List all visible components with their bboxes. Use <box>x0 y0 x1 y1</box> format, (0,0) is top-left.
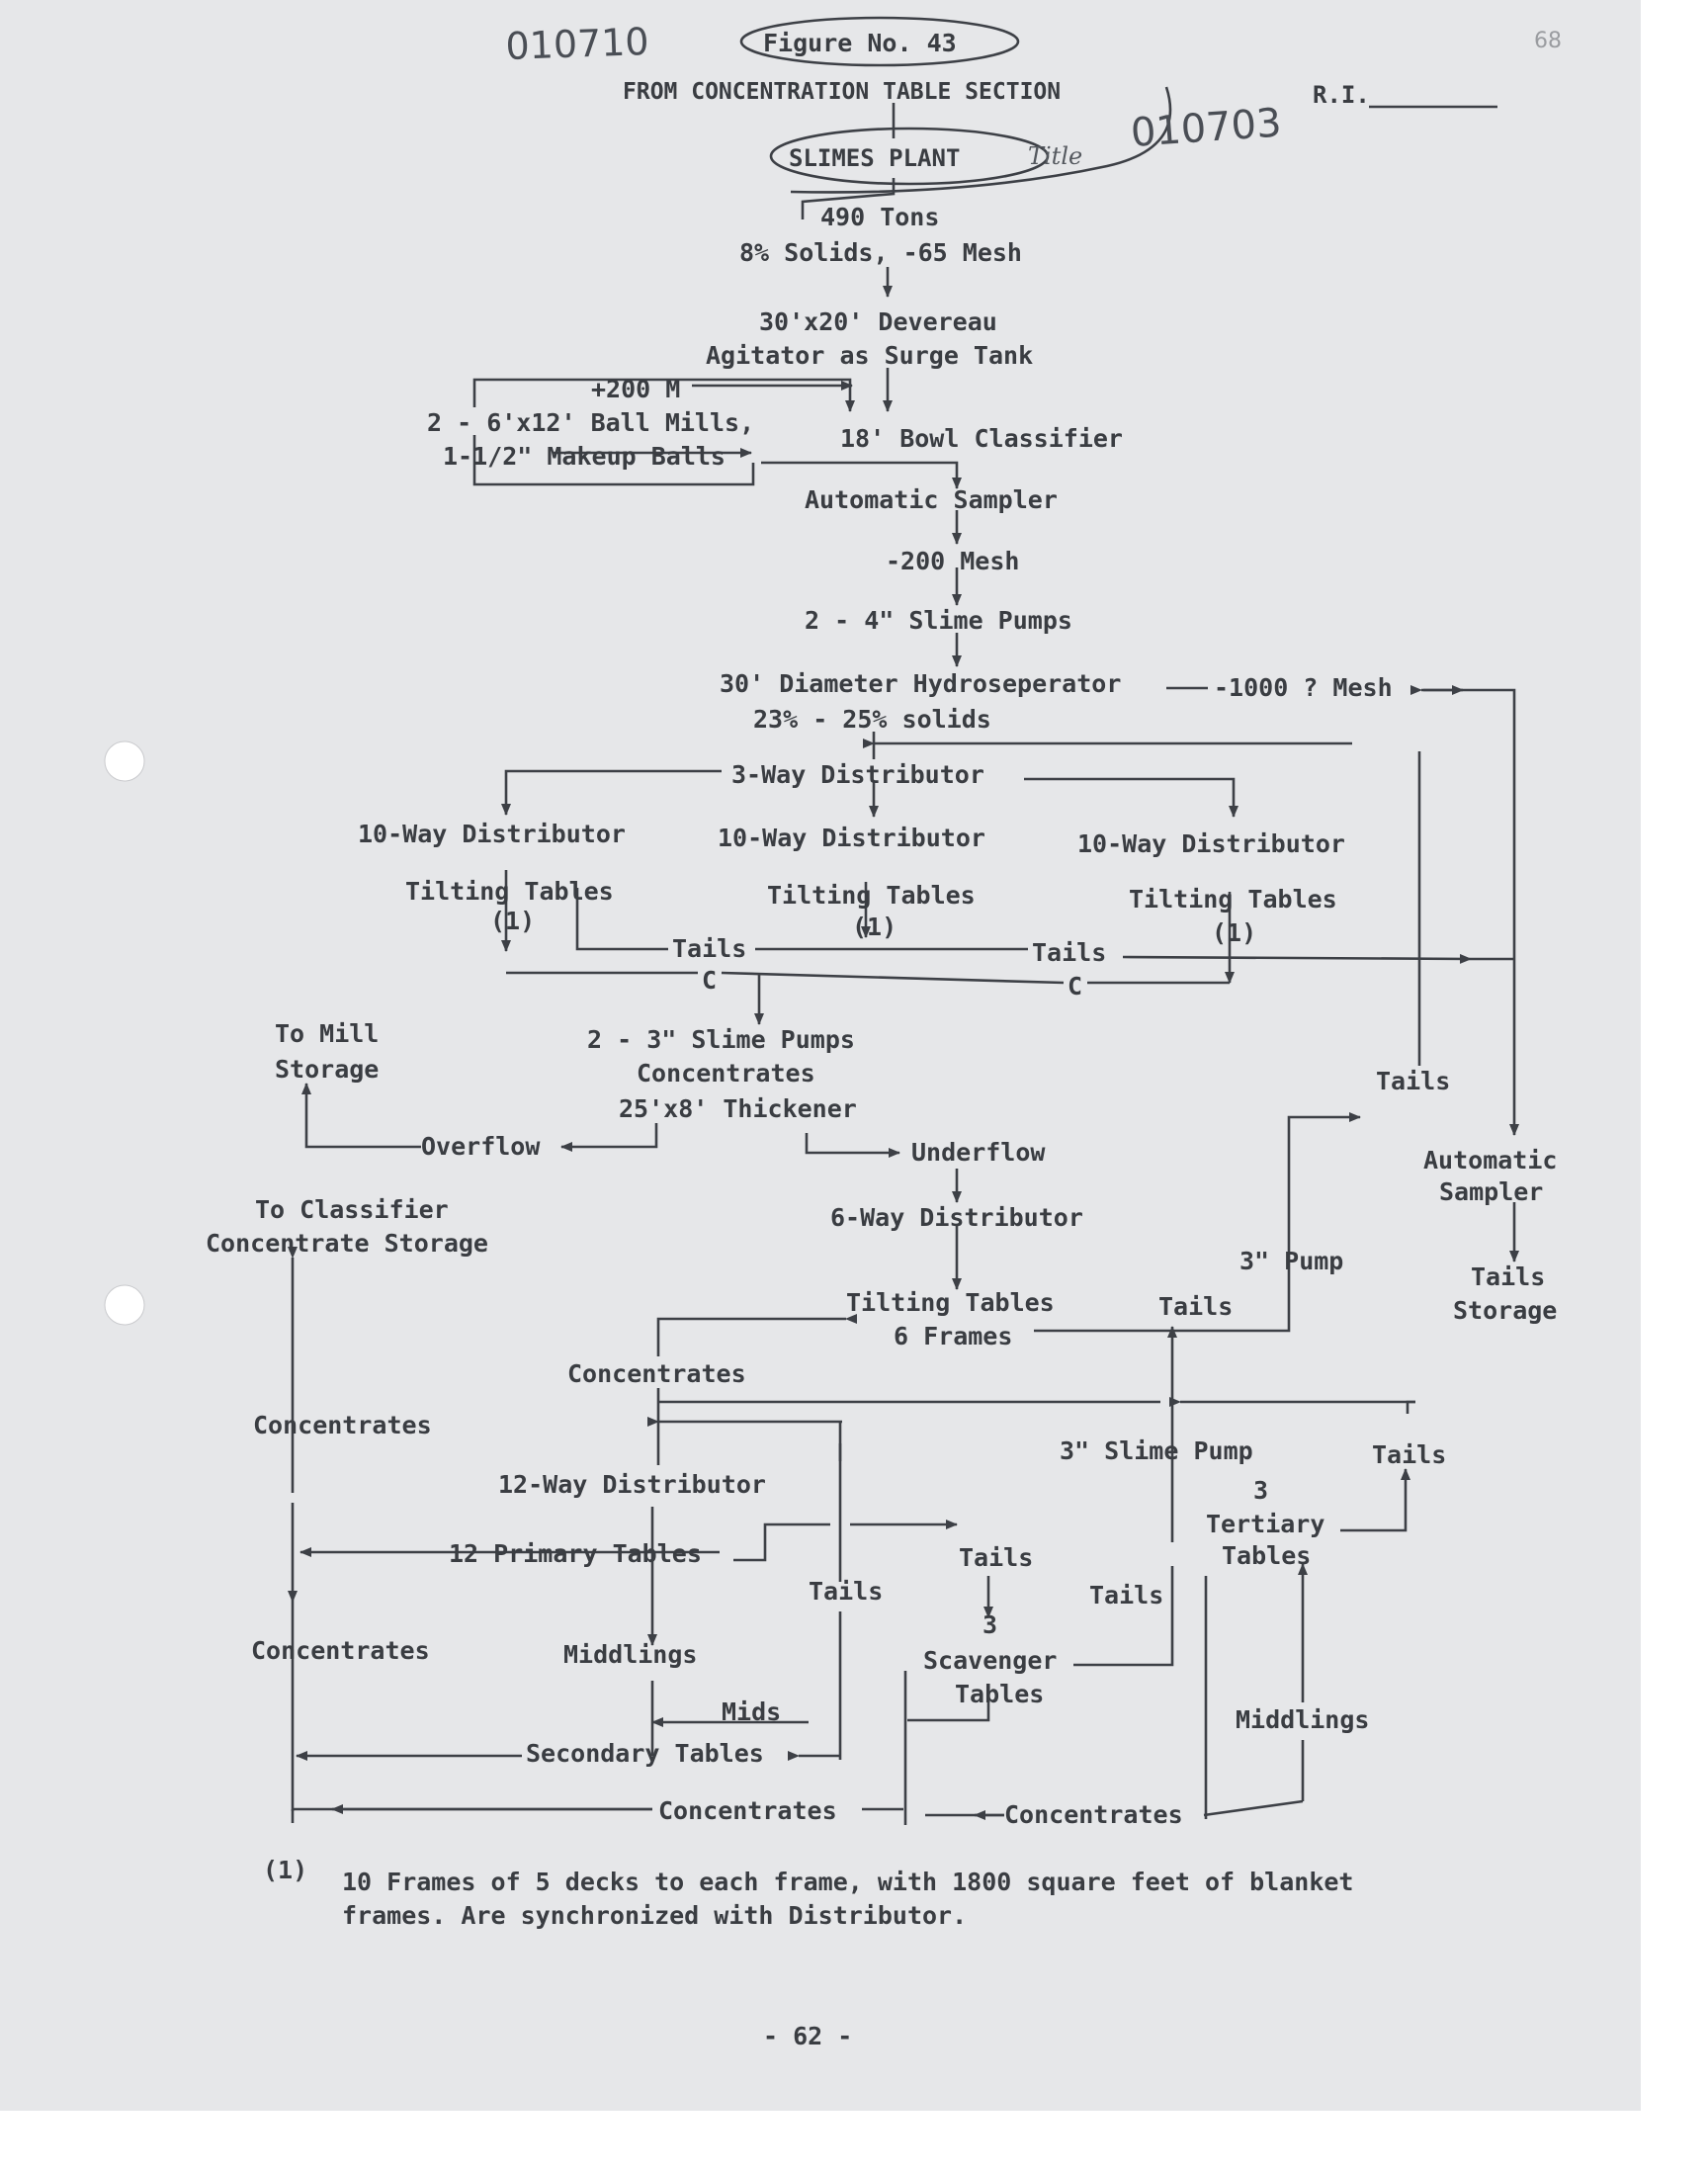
concentrates-bottom-2: Concentrates <box>1004 1800 1183 1829</box>
to-classifier-line2: Concentrate Storage <box>206 1229 488 1258</box>
feed-tons: 490 Tons <box>820 203 939 231</box>
concentrates-six-frames: Concentrates <box>567 1359 746 1388</box>
concentrate-c-1: C <box>702 966 717 995</box>
source-section: FROM CONCENTRATION TABLE SECTION <box>623 79 1061 105</box>
tails-primary: Tails <box>959 1543 1033 1572</box>
middlings-right: Middlings <box>1236 1705 1369 1734</box>
primary-tables: 12 Primary Tables <box>449 1539 702 1568</box>
tails-label-2: Tails <box>1032 938 1106 967</box>
title-circle-arc <box>790 86 1172 194</box>
to-mill-line1: To Mill <box>275 1019 379 1048</box>
to-classifier-line1: To Classifier <box>255 1195 449 1224</box>
secondary-tables: Secondary Tables <box>526 1739 764 1768</box>
note-ref-right: (1) <box>1212 918 1256 947</box>
bowl-classifier: 18' Bowl Classifier <box>840 424 1123 453</box>
thickener-concentrates: Concentrates <box>637 1059 815 1088</box>
ten-way-distributor-left: 10-Way Distributor <box>358 820 626 848</box>
minus-200-mesh: -200 Mesh <box>886 547 1019 575</box>
tertiary-count: 3 <box>1253 1476 1268 1505</box>
tilting-tables-right: Tilting Tables <box>1129 885 1337 914</box>
tertiary-line1: Tertiary <box>1206 1510 1324 1538</box>
tilting-tables-middle: Tilting Tables <box>767 881 976 910</box>
ball-mills-line1: 2 - 6'x12' Ball Mills, <box>427 408 754 437</box>
underflow-label: Underflow <box>911 1138 1046 1167</box>
tails-tertiary: Tails <box>1372 1440 1446 1469</box>
agitator-line2: Agitator as Surge Tank <box>706 341 1033 370</box>
minus-1000-mesh: -1000 ? Mesh <box>1214 673 1393 702</box>
note-ref-left: (1) <box>490 907 535 935</box>
plus-200-mesh: +200 M <box>591 375 680 403</box>
tails-primary-down: Tails <box>809 1577 883 1606</box>
flow-labels: 490 Tons 8% Solids, -65 Mesh 30'x20' Dev… <box>206 203 1557 1829</box>
binder-hole-bottom <box>104 1284 145 1326</box>
flow-lines <box>288 103 1519 1825</box>
page-number: - 62 - <box>763 2022 852 2050</box>
title-handwritten-note: Title <box>1028 142 1082 170</box>
tails-label-1: Tails <box>672 934 746 963</box>
twelve-way-distributor: 12-Way Distributor <box>498 1470 766 1499</box>
feed-solids: 8% Solids, -65 Mesh <box>739 238 1022 267</box>
ten-way-distributor-right: 10-Way Distributor <box>1077 829 1345 858</box>
tilting-tables-six-line1: Tilting Tables <box>846 1288 1055 1317</box>
footnote-line1: 10 Frames of 5 decks to each frame, with… <box>342 1868 1354 1896</box>
concentrates-left-lower: Concentrates <box>251 1636 430 1665</box>
automatic-sampler-right-2: Sampler <box>1439 1177 1543 1206</box>
figure-label-circle <box>739 16 1020 67</box>
tilting-tables-six-line2: 6 Frames <box>894 1322 1012 1350</box>
footnote: (1) 10 Frames of 5 decks to each frame, … <box>263 1856 1354 1930</box>
six-way-distributor: 6-Way Distributor <box>830 1203 1083 1232</box>
ball-mills-line2: 1-1/2" Makeup Balls <box>443 442 726 471</box>
tails-six-frames: Tails <box>1158 1292 1233 1321</box>
paper-sheet <box>0 0 1641 2111</box>
binder-hole-top <box>104 740 145 782</box>
tilting-tables-left: Tilting Tables <box>405 877 614 906</box>
mids-label: Mids <box>722 1697 781 1726</box>
stamp-number-right: 010703 <box>1129 100 1283 156</box>
tails-storage-line1: Tails <box>1471 1262 1545 1291</box>
three-way-distributor: 3-Way Distributor <box>731 760 984 789</box>
automatic-sampler-right-1: Automatic <box>1423 1146 1557 1174</box>
concentrates-left-upper: Concentrates <box>253 1411 432 1439</box>
note-ref-middle: (1) <box>852 913 897 941</box>
footnote-marker: (1) <box>263 1856 307 1884</box>
page-corner-number: 68 <box>1534 29 1562 53</box>
three-inch-slime-pump-b: 3" Slime Pump <box>1060 1436 1253 1465</box>
scavenger-line1: Scavenger <box>923 1646 1057 1675</box>
automatic-sampler: Automatic Sampler <box>805 485 1058 514</box>
tails-upper-right: Tails <box>1376 1067 1450 1095</box>
hydroseparator-line1: 30' Diameter Hydroseperator <box>720 669 1121 698</box>
four-inch-slime-pumps: 2 - 4" Slime Pumps <box>805 606 1072 635</box>
thickener: 25'x8' Thickener <box>619 1094 857 1123</box>
hydroseparator-line2: 23% - 25% solids <box>753 705 991 734</box>
concentrates-bottom-1: Concentrates <box>658 1796 837 1825</box>
three-inch-slime-pumps: 2 - 3" Slime Pumps <box>587 1025 855 1054</box>
scavenger-line2: Tables <box>955 1680 1044 1708</box>
scavenger-count: 3 <box>982 1610 997 1639</box>
agitator-line1: 30'x20' Devereau <box>759 307 997 336</box>
middlings-left: Middlings <box>563 1640 697 1669</box>
overflow-label: Overflow <box>421 1132 541 1161</box>
plant-title-ellipse <box>769 127 1050 186</box>
tails-storage-line2: Storage <box>1453 1296 1557 1325</box>
plant-title: SLIMES PLANT <box>789 144 960 172</box>
footnote-line2: frames. Are synchronized with Distributo… <box>342 1901 967 1930</box>
ri-label: R.I. <box>1313 81 1370 109</box>
concentrate-c-2: C <box>1068 972 1082 1000</box>
stamp-number-left: 010710 <box>505 20 650 68</box>
three-inch-pump: 3" Pump <box>1239 1247 1343 1275</box>
figure-label: Figure No. 43 <box>763 29 957 57</box>
to-mill-line2: Storage <box>275 1055 379 1084</box>
ten-way-distributor-middle: 10-Way Distributor <box>718 824 985 852</box>
tertiary-line2: Tables <box>1222 1541 1311 1570</box>
tails-scavenger: Tails <box>1089 1581 1163 1610</box>
